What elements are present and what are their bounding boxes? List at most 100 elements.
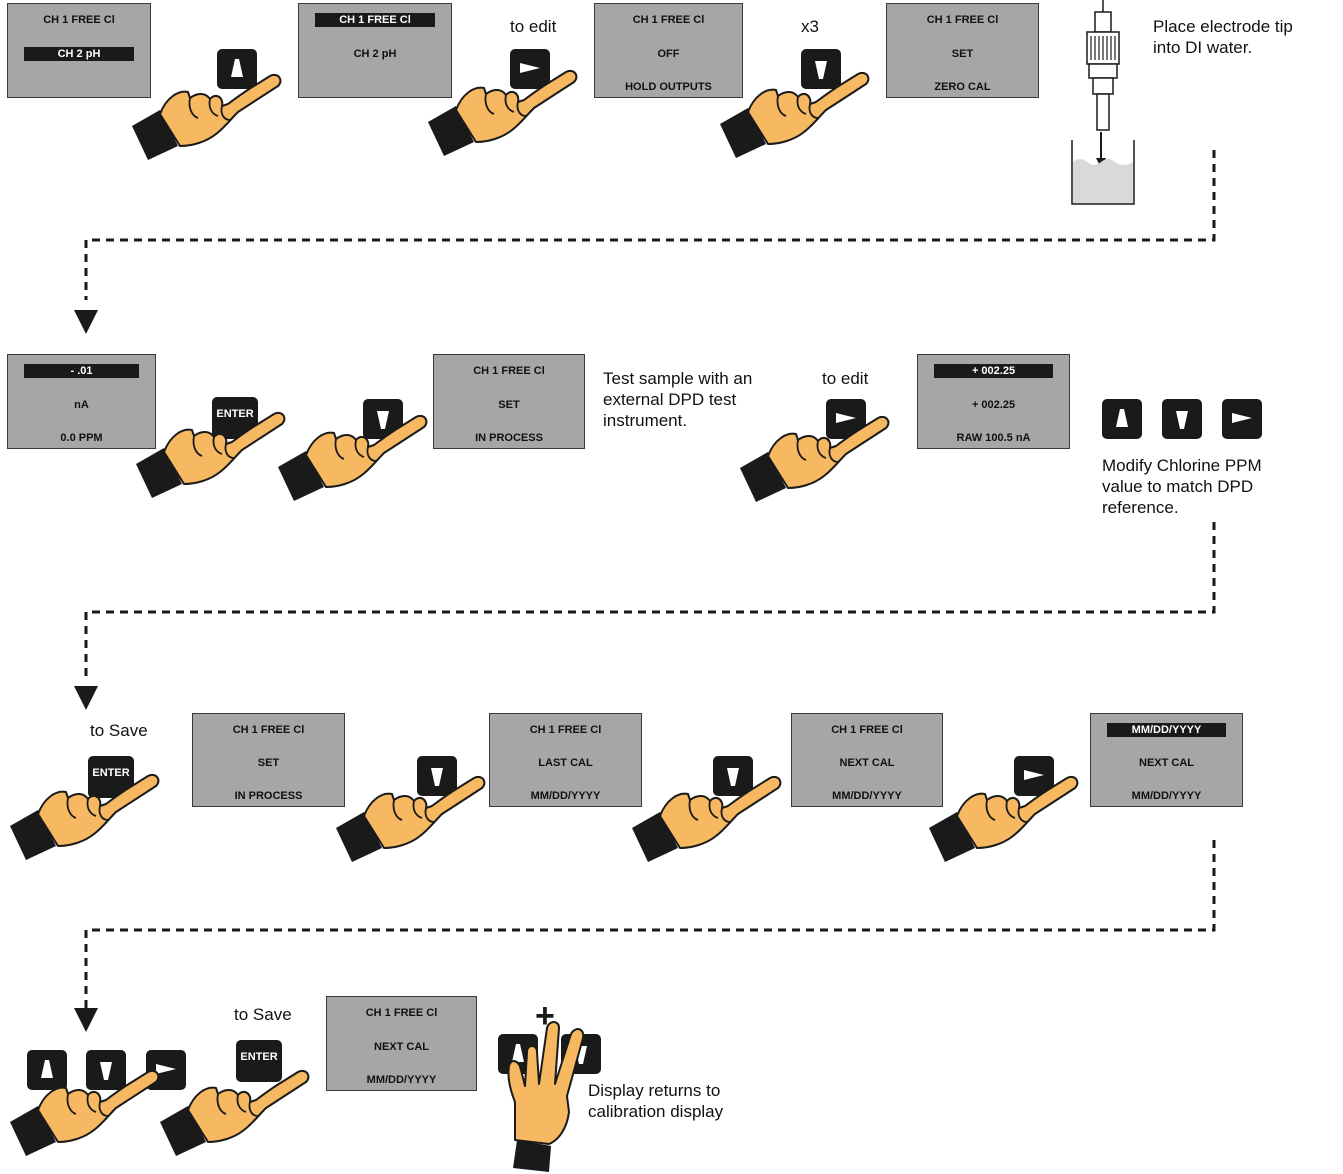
down-button[interactable]	[417, 756, 457, 796]
lcd-line: CH 1 FREE Cl	[529, 724, 602, 736]
lcd-line: NEXT CAL	[1139, 757, 1194, 769]
up-arrow-icon	[41, 1060, 53, 1078]
right-arrow-icon	[520, 63, 540, 73]
instruction-label: to edit	[510, 17, 557, 36]
enter-button[interactable]: ENTER	[236, 1040, 282, 1082]
lcd-line-highlighted: + 002.25	[934, 364, 1053, 378]
enter-button-label: ENTER	[216, 408, 254, 420]
lcd-line: CH 1 FREE Cl	[632, 14, 705, 26]
lcd-line: SET	[951, 48, 974, 60]
down-button[interactable]	[1162, 399, 1202, 439]
lcd-line: MM/DD/YYYY	[366, 1074, 437, 1086]
pointing-hand-icon	[632, 775, 782, 862]
up-arrow-icon	[512, 1044, 524, 1062]
lcd-line-highlighted: MM/DD/YYYY	[1107, 723, 1226, 737]
lcd-line: CH 1 FREE Cl	[473, 365, 545, 377]
up-button[interactable]	[217, 49, 257, 89]
lcd-line: LAST CAL	[538, 757, 593, 769]
enter-button-label: ENTER	[92, 767, 130, 779]
lcd-display-row1-1: CH 1 FREE Cl CH 2 pH	[7, 3, 151, 98]
lcd-line: SET	[257, 757, 280, 769]
down-arrow-icon	[815, 61, 827, 79]
lcd-line: NEXT CAL	[374, 1041, 429, 1053]
lcd-line: CH 1 FREE Cl	[926, 14, 999, 26]
two-finger-hand-icon	[507, 1021, 585, 1172]
lcd-line: CH 2 pH	[353, 48, 397, 60]
right-arrow-icon	[156, 1064, 176, 1074]
lcd-display-row3-4: MM/DD/YYYY NEXT CAL MM/DD/YYYY	[1090, 713, 1243, 807]
note-line: Modify Chlorine PPM	[1102, 456, 1262, 475]
down-arrow-icon	[1176, 411, 1188, 429]
lcd-display-row3-2: CH 1 FREE Cl LAST CAL MM/DD/YYYY	[489, 713, 642, 807]
lcd-line: MM/DD/YYYY	[1131, 790, 1202, 802]
electrode-icon	[1086, 0, 1120, 131]
lcd-display-row1-2: CH 1 FREE Cl CH 2 pH	[298, 3, 452, 98]
down-arrow-icon	[727, 768, 739, 786]
lcd-line: IN PROCESS	[234, 790, 303, 802]
lcd-display-row1-4: CH 1 FREE Cl SET ZERO CAL	[886, 3, 1039, 98]
lcd-display-row2-2: CH 1 FREE Cl SET IN PROCESS	[433, 354, 585, 449]
note-line: reference.	[1102, 498, 1179, 517]
up-arrow-icon	[1116, 409, 1128, 427]
pointing-hand-icon	[336, 775, 486, 862]
pointing-hand-icon	[10, 773, 160, 860]
lcd-line-highlighted: CH 2 pH	[24, 47, 134, 61]
down-button[interactable]	[801, 49, 841, 89]
lcd-line: + 002.25	[971, 399, 1016, 411]
lcd-display-row4-1: CH 1 FREE Cl NEXT CAL MM/DD/YYYY	[326, 996, 477, 1091]
pointing-hand-icon	[740, 415, 890, 502]
instruction-label: x3	[801, 17, 819, 36]
down-arrow-icon	[377, 411, 389, 429]
down-button[interactable]	[86, 1050, 126, 1090]
right-button[interactable]	[510, 49, 550, 89]
lcd-line: ZERO CAL	[934, 81, 991, 93]
lcd-line: CH 1 FREE Cl	[831, 724, 903, 736]
up-button[interactable]	[1102, 399, 1142, 439]
note-line: calibration display	[588, 1102, 724, 1121]
pointing-hand-icon	[132, 73, 282, 160]
right-arrow-icon	[836, 413, 856, 423]
lcd-line: 0.0 PPM	[60, 432, 103, 444]
up-button[interactable]	[27, 1050, 67, 1090]
dpd-test-note: Test sample with an external DPD test in…	[603, 368, 752, 431]
lcd-display-row3-3: CH 1 FREE Cl NEXT CAL MM/DD/YYYY	[791, 713, 943, 807]
instruction-label: to Save	[234, 1005, 292, 1024]
lcd-line: CH 1 FREE Cl	[232, 724, 305, 736]
lcd-line: HOLD OUTPUTS	[625, 81, 712, 93]
pointing-hand-icon	[278, 414, 428, 501]
lcd-line: CH 1 FREE Cl	[43, 14, 115, 26]
lcd-line-highlighted: CH 1 FREE Cl	[315, 13, 435, 27]
pointing-hand-icon	[929, 775, 1079, 862]
electrode-note: Place electrode tip into DI water.	[1153, 16, 1293, 58]
lcd-line: NEXT CAL	[839, 757, 895, 769]
lcd-line: OFF	[657, 48, 680, 60]
note-line: external DPD test	[603, 390, 737, 409]
note-line: Display returns to	[588, 1081, 721, 1100]
enter-button-label: ENTER	[240, 1051, 278, 1063]
pointing-hand-icon	[720, 71, 870, 158]
return-note: Display returns to calibration display	[588, 1080, 723, 1122]
pointing-hand-icon	[428, 69, 578, 156]
lcd-display-row3-1: CH 1 FREE Cl SET IN PROCESS	[192, 713, 345, 807]
right-button[interactable]	[1222, 399, 1262, 439]
lcd-line: RAW 100.5 nA	[956, 432, 1031, 444]
modify-note: Modify Chlorine PPM value to match DPD r…	[1102, 455, 1262, 518]
note-line: Place electrode tip	[1153, 17, 1293, 36]
down-arrow-icon	[431, 768, 443, 786]
note-line: value to match DPD	[1102, 477, 1254, 496]
down-arrow-icon	[100, 1062, 112, 1080]
down-button[interactable]	[713, 756, 753, 796]
note-line: Test sample with an	[603, 369, 753, 388]
note-line: instrument.	[603, 411, 688, 430]
enter-button[interactable]: ENTER	[88, 756, 134, 798]
lcd-line: nA	[74, 399, 89, 411]
lcd-line: MM/DD/YYYY	[832, 790, 902, 802]
instruction-label: to Save	[90, 721, 148, 740]
lcd-line: IN PROCESS	[475, 432, 543, 444]
lcd-line: SET	[498, 399, 520, 411]
lcd-display-row2-3: + 002.25 + 002.25 RAW 100.5 nA	[917, 354, 1070, 449]
pointing-hand-icon	[136, 411, 286, 498]
lcd-line: CH 1 FREE Cl	[365, 1007, 438, 1019]
